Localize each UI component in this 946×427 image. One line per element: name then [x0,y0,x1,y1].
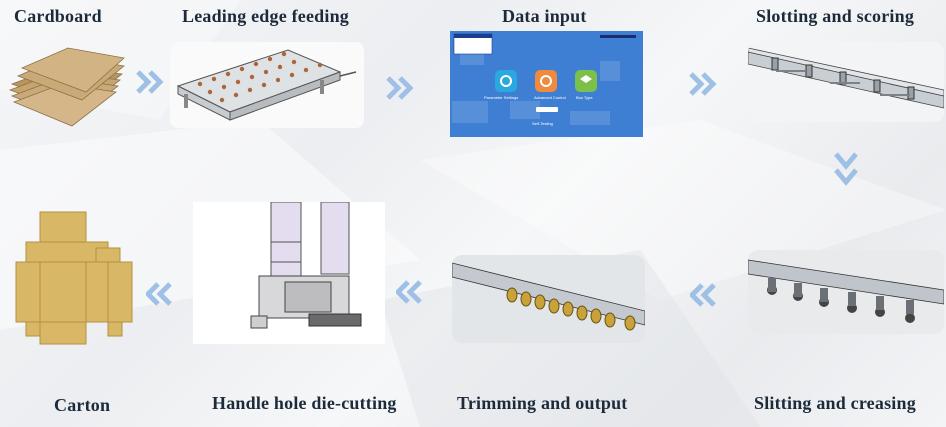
cardboard-stack-image [8,44,126,128]
slitting-label: Slitting and creasing [754,393,916,414]
box-type-icon[interactable] [575,70,597,92]
arrow-down-icon [834,150,858,196]
hand-icon[interactable] [535,70,557,92]
data-input-label: Data input [502,6,587,27]
carton-blank-image [14,210,134,345]
gear-icon[interactable] [495,70,517,92]
slotting-machine-image [748,42,944,122]
self-testing-label: Self-Testing [532,121,553,126]
arrow-left-icon-2 [396,280,424,304]
cardboard-label: Cardboard [14,6,102,27]
feeding-label: Leading edge feeding [182,6,349,27]
trimming-machine-image [452,255,645,343]
slitting-machine-image [748,250,944,334]
feeding-machine-image [170,42,364,128]
confirm-button[interactable] [536,107,558,112]
arrow-left-icon-1 [690,283,718,307]
carton-label: Carton [54,395,110,416]
die-cutting-machine-image [193,202,385,344]
slotting-label: Slotting and scoring [756,6,914,27]
trimming-label: Trimming and output [457,393,628,414]
arrow-left-icon-3 [146,282,174,306]
menu-label-advanced: Advanced Control [534,95,566,100]
arrow-right-icon-3 [689,72,717,96]
data-input-screen: Parameter Settings Advanced Control Box … [450,31,643,137]
menu-label-box-type: Box Type [576,95,593,100]
menu-label-parameter: Parameter Settings [484,95,518,100]
arrow-right-icon-1 [136,70,164,94]
arrow-right-icon-2 [386,76,414,100]
die-cutting-label: Handle hole die-cutting [212,393,397,414]
